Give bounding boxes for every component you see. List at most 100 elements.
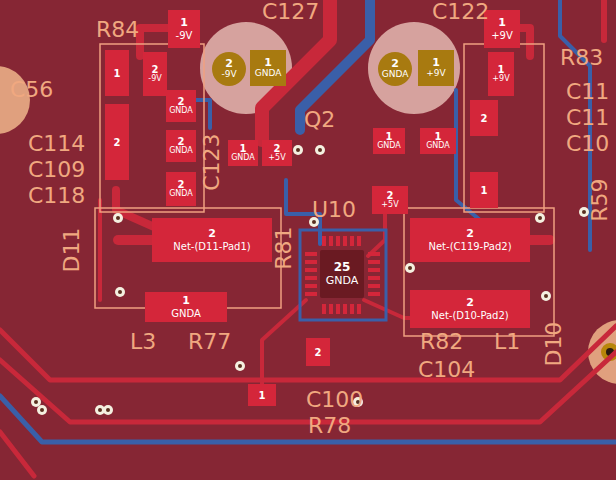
smd-pad: 2Net-(D11-Pad1) xyxy=(152,218,272,262)
via xyxy=(115,287,125,297)
copper-trace xyxy=(601,0,607,40)
pad-number: 1 xyxy=(435,131,442,142)
reference-designator: C127 xyxy=(262,0,319,24)
net-name: -9V xyxy=(148,75,161,84)
net-name: GNDA xyxy=(382,70,409,80)
pad-number: 1 xyxy=(114,68,121,79)
smd-pad: 1GNDA xyxy=(373,128,405,154)
reference-designator: R78 xyxy=(308,414,351,438)
ic-pin xyxy=(305,292,317,296)
reference-designator: C11 xyxy=(566,106,609,130)
ic-pin xyxy=(322,236,326,246)
net-name: +5V xyxy=(268,154,285,163)
net-name: +9V xyxy=(426,69,445,79)
ic-outline xyxy=(300,230,386,320)
ic-pin xyxy=(336,304,340,314)
smd-pad: 1 xyxy=(105,50,129,96)
reference-designator: R81 xyxy=(272,226,296,269)
net-name: GNDA xyxy=(426,142,450,151)
copper-trace xyxy=(530,235,550,245)
net-name: GNDA xyxy=(377,142,401,151)
copper-trace xyxy=(98,200,102,300)
pad-number: 1 xyxy=(498,64,505,75)
ic-pin xyxy=(329,236,333,246)
reference-designator: D10 xyxy=(542,322,566,367)
reference-designator: R84 xyxy=(96,18,139,42)
via-hole xyxy=(34,400,38,404)
pad-number: 1 xyxy=(264,57,272,69)
reference-designator: L1 xyxy=(494,330,520,354)
pad-number: 1 xyxy=(481,185,488,196)
smd-pad: 2 xyxy=(470,100,498,136)
copper-trace xyxy=(0,432,34,476)
smd-pad: 2-9V xyxy=(143,52,167,96)
net-name: GNDA xyxy=(169,190,193,199)
net-name: GNDA xyxy=(169,147,193,156)
ic-pin xyxy=(336,236,340,246)
via-hole xyxy=(318,148,322,152)
pad-number: 2 xyxy=(391,58,399,70)
reference-designator: C118 xyxy=(28,184,85,208)
pad-number: 1 xyxy=(432,57,440,69)
reference-designator: C100 xyxy=(306,388,363,412)
net-name: GNDA xyxy=(255,69,282,79)
reference-designator: R83 xyxy=(560,46,603,70)
via xyxy=(113,213,123,223)
tht-pad: 1+9V xyxy=(418,50,454,86)
smd-pad: 1 xyxy=(248,384,276,406)
smd-pad: 2GNDA xyxy=(166,172,196,206)
smd-pad: 2Net-(C119-Pad2) xyxy=(410,218,530,262)
ic-pin xyxy=(343,236,347,246)
smd-pad: 1GNDA xyxy=(145,292,227,322)
smd-pad: 1GNDA xyxy=(420,128,456,154)
pad-number: 1 xyxy=(259,390,266,401)
pad-number: 2 xyxy=(481,113,488,124)
net-name: Net-(D10-Pad2) xyxy=(431,310,508,321)
silkscreen-outline xyxy=(100,44,204,212)
pad-number: 2 xyxy=(466,228,474,240)
ic-pin xyxy=(368,284,380,288)
via xyxy=(103,405,113,415)
via-hole xyxy=(116,216,120,220)
smd-pad: 1-9V xyxy=(168,10,200,48)
pad-number: 2 xyxy=(466,297,474,309)
via xyxy=(293,145,303,155)
ic-pin xyxy=(329,304,333,314)
via-hole xyxy=(40,408,44,412)
ic-pin xyxy=(368,292,380,296)
tht-pad: 2GNDA xyxy=(378,52,412,86)
net-name: +9V xyxy=(492,75,509,84)
reference-designator: C10 xyxy=(566,132,609,156)
tht-pad: 2-9V xyxy=(212,52,246,86)
silkscreen-outline xyxy=(464,44,544,212)
ic-pin xyxy=(368,260,380,264)
net-name: GNDA xyxy=(169,107,193,116)
pad-number: 1 xyxy=(182,295,190,307)
smd-pad: 1+9V xyxy=(484,10,520,48)
pad-number: 1 xyxy=(386,131,393,142)
ic-pin xyxy=(305,276,317,280)
ic-pin xyxy=(368,252,380,256)
pad-number: 1 xyxy=(498,17,506,29)
copper-trace xyxy=(0,326,616,380)
reference-designator: L3 xyxy=(130,330,156,354)
ic-pin xyxy=(368,276,380,280)
via-hole xyxy=(238,364,242,368)
reference-designator: C11 xyxy=(566,80,609,104)
via xyxy=(315,145,325,155)
copper-trace xyxy=(368,214,385,256)
ic-pin xyxy=(368,268,380,272)
ic-pin xyxy=(305,284,317,288)
ic-pin xyxy=(357,304,361,314)
via-hole xyxy=(106,408,110,412)
pad-number: 1 xyxy=(180,17,188,29)
smd-pad: 1 xyxy=(470,172,498,208)
via xyxy=(535,213,545,223)
net-name: +9V xyxy=(491,30,513,41)
ic-pin xyxy=(350,236,354,246)
smd-pad: 2GNDA xyxy=(166,90,196,122)
net-name: Net-(C119-Pad2) xyxy=(428,241,511,252)
copper-trace xyxy=(118,235,152,245)
ic-pin xyxy=(305,252,317,256)
